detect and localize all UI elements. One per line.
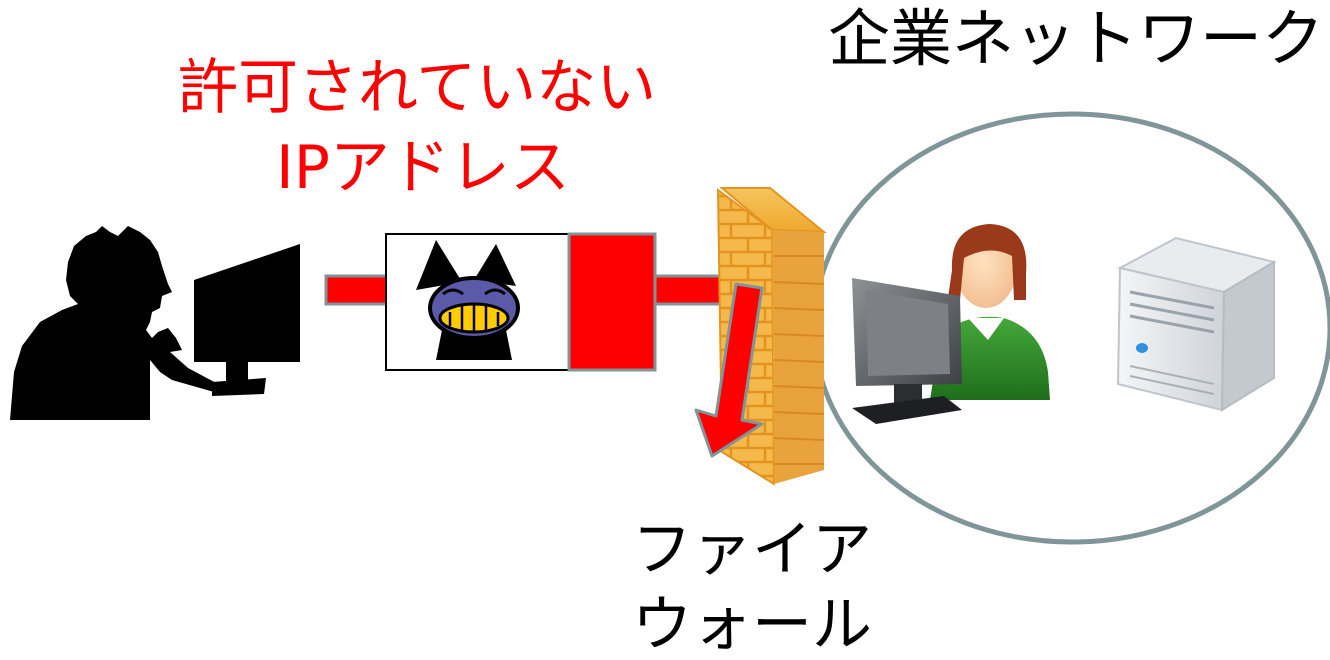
- brick-firewall-icon: [716, 187, 827, 486]
- blocked-ip-label-line1: 許可されていない: [178, 53, 657, 123]
- office-user-icon: [852, 224, 1050, 424]
- server-tower-icon: [1116, 236, 1277, 412]
- monitor-icon: [194, 244, 300, 396]
- firewall-label-line2: ウォール: [632, 590, 872, 660]
- firewall-label-line1: ファイア: [632, 515, 872, 585]
- blocked-ip-label-line2: IPアドレス: [276, 133, 570, 203]
- network-label: 企業ネットワーク: [828, 2, 1325, 75]
- malicious-packet-icon: [385, 232, 657, 372]
- attacker-silhouette-icon: [10, 226, 218, 420]
- deflect-arrow-icon: [694, 282, 764, 458]
